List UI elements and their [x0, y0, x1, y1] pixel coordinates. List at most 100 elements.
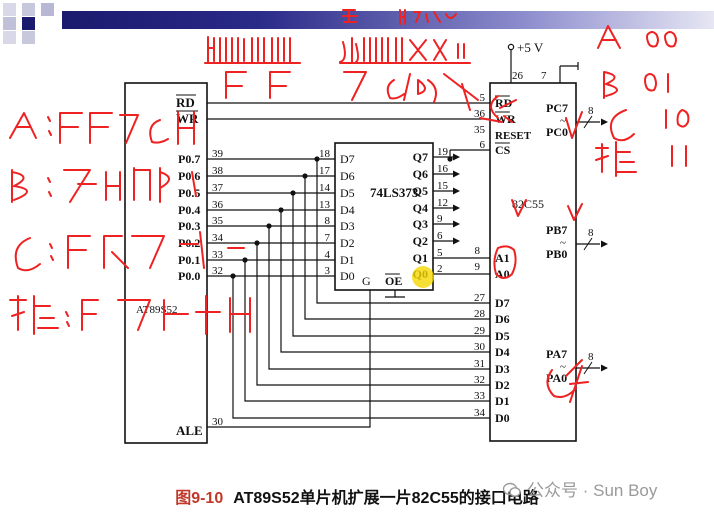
mcu-rd-label: RD — [176, 95, 195, 110]
ppi-data-pin-label: D7 — [495, 296, 510, 310]
ppi-pin-number: 8 — [475, 245, 481, 257]
vcc-terminal: +5 V — [507, 40, 544, 83]
latch-d-pin-label: D0 — [340, 269, 355, 283]
data-bus-branch-wire — [256, 243, 490, 386]
ppi-ctrl-label: RESET — [495, 130, 532, 142]
port-bus-width: 8 — [588, 227, 594, 239]
ppi-pin-number: 34 — [474, 407, 486, 419]
ppi-port-tilde: ~ — [560, 115, 566, 127]
mcu-pin-number: 39 — [212, 148, 224, 160]
wechat-icon — [502, 482, 521, 498]
junction-dot — [302, 173, 308, 179]
arrow-head — [601, 118, 608, 126]
ppi-pin-number: 30 — [474, 341, 486, 353]
data-bus-branch-wire — [304, 176, 490, 320]
mcu-port-pin-label: P0.6 — [178, 169, 200, 183]
header-square — [41, 3, 54, 16]
latch-d-pin-label: D1 — [340, 253, 355, 267]
latch-pin-number: 13 — [319, 199, 331, 211]
ppi-port-lo-label: PA0 — [546, 371, 567, 385]
ppi-ctrl-label: RD — [495, 96, 513, 110]
bus-slash — [583, 115, 593, 129]
latch-pin-number: 4 — [325, 249, 331, 261]
data-bus-branch-wire — [268, 226, 490, 370]
latch-pin-number: 8 — [325, 215, 331, 227]
ppi-chip-body — [489, 82, 577, 442]
ppi-port-lo-label: PB0 — [546, 247, 567, 261]
header-square — [3, 31, 16, 44]
junction-dot — [314, 156, 320, 162]
latch-chip-body — [334, 142, 434, 291]
ppi-data-pin-label: D0 — [495, 411, 510, 425]
arrow-head — [453, 237, 460, 245]
mcu-port-pin-label: P0.3 — [178, 219, 200, 233]
junction-dot — [290, 190, 296, 196]
latch-pin-number: 14 — [319, 182, 331, 194]
latch-q-pin-label: Q5 — [413, 184, 428, 198]
mcu-pin-number: 38 — [212, 165, 224, 177]
ppi-data-pin-label: D2 — [495, 378, 510, 392]
latch-q-pin-label: Q6 — [413, 167, 428, 181]
figure-number: 图9-10 — [175, 490, 224, 507]
ppi-pin-number: 26 — [512, 70, 524, 82]
oe-ground-symbol — [385, 290, 405, 298]
mcu-pin-number: 35 — [212, 215, 224, 227]
ppi-data-pin-label: D3 — [495, 362, 510, 376]
mcu-port-pin-label: P0.7 — [178, 152, 200, 166]
gnd-symbol — [559, 62, 579, 83]
figure-title: AT89S52单片机扩展一片82C55的接口电路 — [233, 490, 539, 507]
ppi-pin-number: 29 — [474, 325, 486, 337]
mcu-port-pin-label: P0.4 — [178, 203, 200, 217]
latch-pin-number: 7 — [325, 232, 331, 244]
slide-header-bar — [0, 0, 714, 48]
latch-q-pin-label: Q7 — [413, 150, 428, 164]
data-bus-branch-wire — [244, 260, 490, 402]
latch-d-pin-label: D5 — [340, 186, 355, 200]
mcu-chip-body — [124, 82, 208, 444]
latch-pin-number: 18 — [319, 148, 331, 160]
ale-wire — [207, 290, 371, 428]
ppi-port-tilde: ~ — [560, 361, 566, 373]
watermark: 公众号 · Sun Boy — [502, 476, 657, 501]
latch-pin-number: 3 — [325, 265, 331, 277]
mcu-pin-number: 36 — [212, 199, 224, 211]
latch-d-pin-label: D7 — [340, 152, 355, 166]
junction-dot — [242, 257, 248, 263]
port-bus-width: 8 — [588, 351, 594, 363]
arrow-head — [453, 204, 460, 212]
latch-pin-number: 2 — [437, 263, 443, 275]
latch-d-pin-label: D2 — [340, 236, 355, 250]
header-gradient — [62, 11, 714, 29]
latch-q-pin-label: Q1 — [413, 251, 428, 265]
data-bus-branch-wire — [280, 210, 490, 353]
mcu-pin-number: 32 — [212, 265, 223, 277]
ppi-pin-number: 32 — [474, 374, 485, 386]
mcu-pin-number: 33 — [212, 249, 224, 261]
ppi-pin-number: 27 — [474, 292, 486, 304]
arrow-head — [601, 364, 608, 372]
latch-pin-number: 17 — [319, 165, 331, 177]
header-square — [22, 17, 35, 30]
latch-pin-number: 9 — [437, 213, 443, 225]
ppi-port-tilde: ~ — [560, 237, 566, 249]
header-square — [3, 3, 16, 16]
latch-pin-number: 12 — [437, 197, 448, 209]
ppi-data-pin-label: D6 — [495, 312, 510, 326]
latch-g-label: G — [362, 274, 371, 288]
ppi-pin-number: 31 — [474, 358, 485, 370]
figure-caption: 图9-10 AT89S52单片机扩展一片82C55的接口电路 — [0, 484, 714, 508]
latch-pin-number: 6 — [437, 230, 443, 242]
data-bus-branch-wire — [316, 159, 490, 304]
highlight-cursor — [412, 266, 434, 288]
ppi-port-hi-label: PB7 — [546, 223, 567, 237]
latch-pin-number: 19 — [437, 146, 449, 158]
ppi-ctrl-label: CS — [495, 143, 511, 157]
latch-q-pin-label: Q2 — [413, 234, 428, 248]
mcu-ale-label: ALE — [176, 423, 203, 438]
mcu-port-pin-label: P0.1 — [178, 253, 200, 267]
ppi-pin-number: 9 — [475, 261, 481, 273]
ppi-pin-number: 7 — [541, 70, 547, 82]
ppi-ctrl-label: WR — [495, 112, 516, 126]
latch-name-label: 74LS373 — [370, 185, 419, 200]
ppi-port-hi-label: PC7 — [546, 101, 568, 115]
